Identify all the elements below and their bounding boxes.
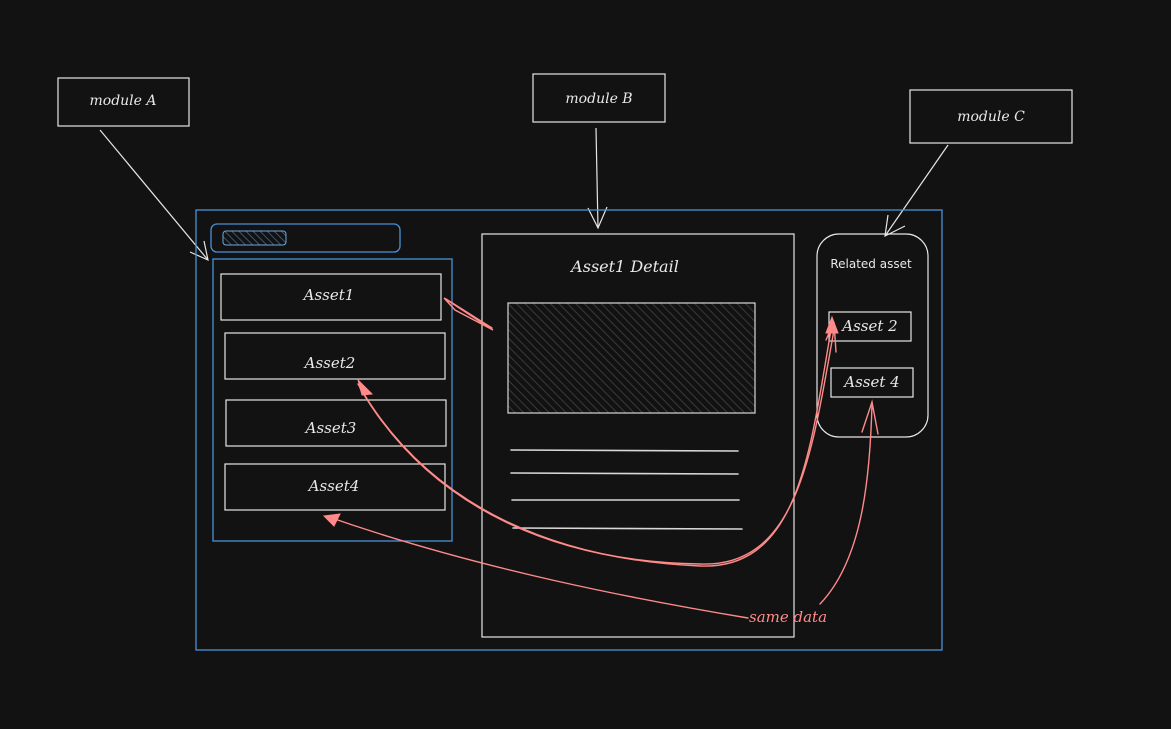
asset-list-item-label: Asset3 xyxy=(304,419,357,437)
module-c-label: module C xyxy=(957,109,1025,125)
asset-list-item-4[interactable]: Asset4 xyxy=(224,463,446,511)
related-asset-title: Related asset xyxy=(830,257,912,271)
asset-list-item-label: Asset4 xyxy=(307,477,360,495)
asset-list-item-3[interactable]: Asset3 xyxy=(225,399,447,447)
module-b-label-box: module B xyxy=(532,73,666,123)
related-asset-panel: Related asset xyxy=(816,233,929,438)
asset-detail-image-placeholder xyxy=(507,302,756,414)
asset-detail-title: Asset1 Detail xyxy=(569,257,679,276)
same-data-annotation: same data xyxy=(749,608,827,626)
app-frame xyxy=(195,209,943,651)
asset-detail-panel: Asset1 Detail xyxy=(481,233,795,638)
asset-list-item-label: Asset1 xyxy=(302,286,355,304)
asset-list-item-1[interactable]: Asset1 xyxy=(220,273,442,321)
search-bar[interactable] xyxy=(210,223,401,253)
module-b-label: module B xyxy=(565,91,632,107)
module-c-pointer-arrow xyxy=(884,144,949,238)
same-data-connector-asset2 xyxy=(357,315,839,567)
detail-text-line xyxy=(512,527,743,530)
related-asset-item-1[interactable]: Asset 2 xyxy=(828,311,912,342)
module-a-label: module A xyxy=(89,93,156,109)
module-c-label-box: module C xyxy=(909,89,1073,144)
module-b-pointer-arrow xyxy=(587,127,608,230)
detail-text-line xyxy=(510,472,739,475)
selection-arrow xyxy=(443,297,494,331)
asset-list-item-2[interactable]: Asset2 xyxy=(224,332,446,380)
module-a-label-box: module A xyxy=(57,77,190,127)
search-input[interactable] xyxy=(222,230,287,246)
module-a-pointer-arrow xyxy=(99,129,209,262)
related-asset-item-label: Asset 4 xyxy=(842,373,899,391)
asset-list-item-label: Asset2 xyxy=(303,354,356,372)
asset-list-panel xyxy=(212,258,453,542)
detail-text-line xyxy=(510,449,739,452)
related-asset-item-2[interactable]: Asset 4 xyxy=(830,367,914,398)
related-asset-item-label: Asset 2 xyxy=(840,317,897,335)
same-data-connector-asset4 xyxy=(322,399,879,619)
